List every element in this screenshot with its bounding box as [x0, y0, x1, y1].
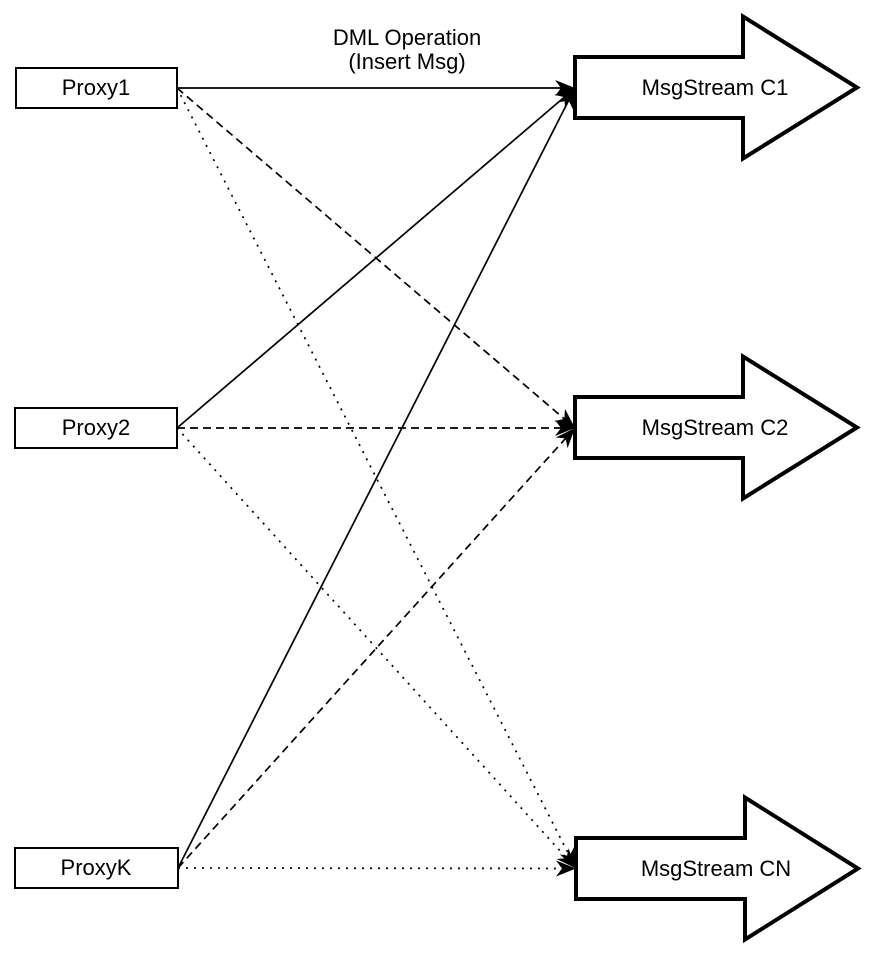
- node-proxyk: ProxyK: [14, 847, 179, 889]
- proxy2-label: Proxy2: [62, 415, 130, 440]
- diagram-title-line2: (Insert Msg): [348, 49, 465, 74]
- msgstream-cn-arrow-shape: [574, 793, 862, 944]
- edge-layer: [176, 80, 577, 877]
- node-msgstream-cn: MsgStream CN: [574, 793, 862, 944]
- msgstream-c1-arrow-shape: [573, 12, 861, 163]
- msgstream-c1-label: MsgStream C1: [642, 75, 789, 100]
- proxyk-label: ProxyK: [61, 855, 132, 880]
- msgstream-c2-arrow-shape: [573, 352, 861, 503]
- msgstream-cn-label: MsgStream CN: [641, 856, 791, 881]
- edge-proxyk-to-c2-dashed: [177, 427, 576, 869]
- node-proxy1: Proxy1: [15, 67, 178, 109]
- proxy1-label: Proxy1: [62, 75, 130, 100]
- proxy2-box: [14, 407, 178, 449]
- edge-proxy2-to-cn-dotted: [176, 427, 577, 870]
- node-msgstream-c1: MsgStream C1: [573, 12, 861, 163]
- diagram-title-line1: DML Operation: [333, 25, 481, 50]
- proxy1-box: [15, 67, 178, 109]
- proxyk-box: [14, 847, 179, 889]
- edge-proxy2-to-c1-solid: [176, 87, 576, 429]
- edge-proxyk-to-c1-solid: [177, 87, 576, 869]
- node-msgstream-c2: MsgStream C2: [573, 352, 861, 503]
- node-proxy2: Proxy2: [14, 407, 178, 449]
- edge-proxyk-to-cn-dotted: [177, 860, 577, 877]
- msgstream-c2-label: MsgStream C2: [642, 415, 789, 440]
